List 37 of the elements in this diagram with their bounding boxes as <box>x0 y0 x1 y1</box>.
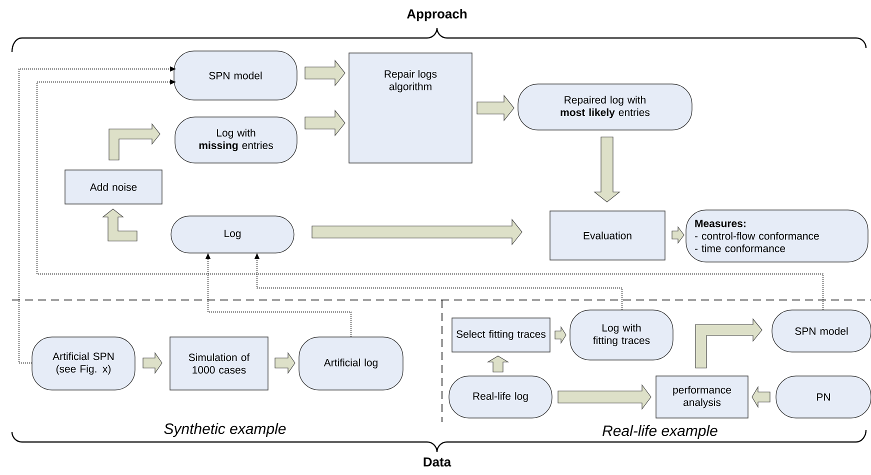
block-arrow <box>752 386 770 408</box>
block-arrow <box>672 226 684 244</box>
block-arrow <box>142 352 162 374</box>
section-heading: Approach <box>407 8 467 22</box>
rounded-box: Measures: - control-flow conformance - time conformance <box>686 210 868 262</box>
rounded-box: Repaired log with most likely entries <box>518 84 692 130</box>
section-heading: Data <box>424 457 452 467</box>
block-arrow <box>558 384 652 410</box>
process-box: Simulation of 1000 cases <box>170 336 268 390</box>
rounded-box: Artificial SPN (see Fig. x) <box>32 336 136 390</box>
block-arrow <box>108 123 160 160</box>
rounded-box: Artificial log <box>298 336 404 390</box>
rounded-box: Log with fitting traces <box>570 310 674 360</box>
process-box: performance analysis <box>656 376 748 418</box>
group-label: Real-life example <box>602 425 718 439</box>
rounded-box: Log <box>170 216 294 254</box>
rounded-box: Log with missing entries <box>174 116 298 164</box>
block-arrow <box>312 218 522 246</box>
rounded-box: SPN model <box>772 310 871 352</box>
group-label: Synthetic example <box>164 423 286 437</box>
block-arrow <box>554 326 566 344</box>
process-box: Evaluation <box>550 210 666 260</box>
block-arrow <box>476 94 514 122</box>
block-arrow <box>304 60 346 86</box>
rounded-box: Real-life log <box>448 376 552 418</box>
dotted-arrow <box>36 79 824 310</box>
rounded-box: SPN model <box>174 50 298 100</box>
rounded-box: PN <box>776 376 871 418</box>
block-arrow <box>695 318 762 368</box>
process-box: Select fitting traces <box>452 318 550 352</box>
block-arrow <box>594 136 620 202</box>
block-arrow <box>274 352 296 374</box>
process-box: Repair logs algorithm <box>348 52 472 164</box>
process-box: Add noise <box>64 170 162 204</box>
block-arrow <box>486 356 510 372</box>
block-arrow <box>304 110 346 136</box>
block-arrow <box>102 208 138 242</box>
